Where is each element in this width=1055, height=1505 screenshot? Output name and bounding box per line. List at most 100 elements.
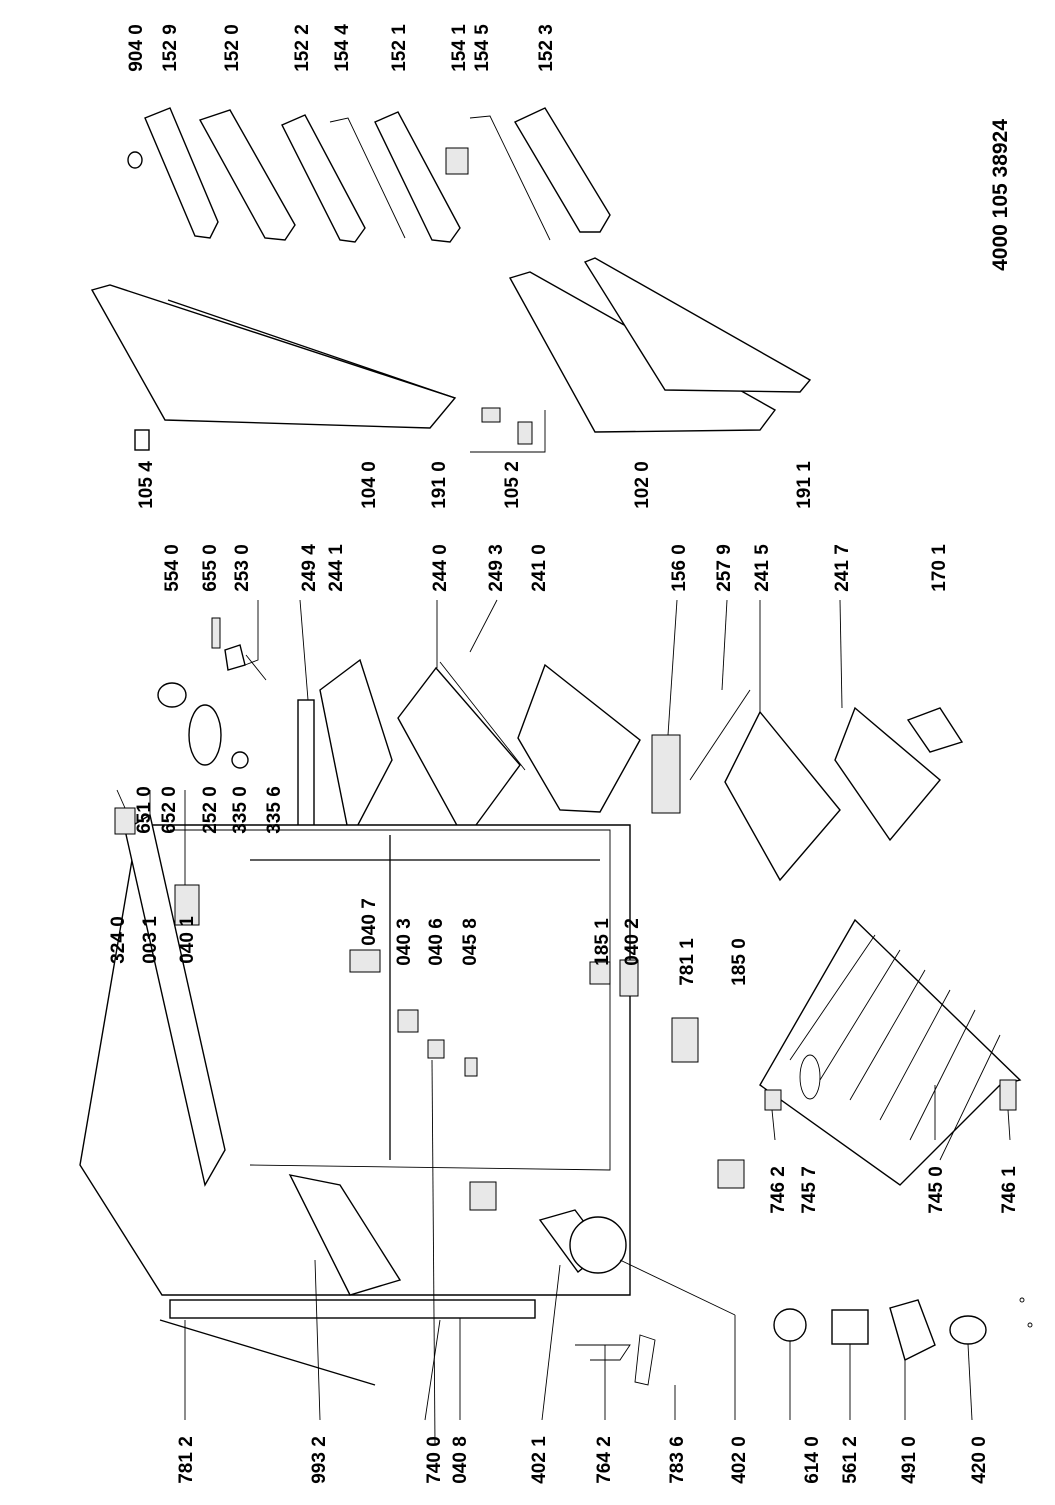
- label-244-1: 244 1: [326, 544, 347, 592]
- part-554-0-shape: [157, 682, 187, 708]
- part-249-3-line: [439, 661, 526, 771]
- part-105-2-shape-a: [481, 407, 501, 423]
- cabinet-group: [79, 807, 745, 1386]
- label-335-0: 335 0: [230, 786, 251, 834]
- label-152-1: 152 1: [389, 24, 410, 72]
- label-241-0: 241 0: [529, 544, 550, 592]
- part-152-3-shape: [514, 107, 611, 233]
- part-244-1-shape: [319, 658, 393, 843]
- part-244-0-shape: [397, 666, 521, 842]
- document-number: 4000 105 38924: [989, 119, 1012, 271]
- label-040-6: 040 6: [426, 918, 447, 966]
- label-003-1: 003 1: [140, 916, 161, 964]
- label-185-1: 185 1: [592, 918, 613, 966]
- door-shelves-group: [127, 107, 611, 243]
- part-746-1-shape: [999, 1079, 1017, 1111]
- part-105-2-bracket: [470, 410, 546, 453]
- label-783-6: 783 6: [667, 1436, 688, 1484]
- label-154-4: 154 4: [332, 24, 353, 72]
- label-904-0: 904 0: [126, 24, 147, 72]
- part-324-0-shape: [114, 807, 136, 835]
- part-420-0-shape: [949, 1315, 987, 1345]
- part-764-2-shape: [575, 1344, 631, 1361]
- label-257-9: 257 9: [714, 544, 735, 592]
- label-040-1: 040 1: [177, 916, 198, 964]
- interior-parts-group: [157, 617, 964, 882]
- label-154-1: 154 1: [449, 24, 470, 72]
- label-561-2: 561 2: [840, 1436, 861, 1484]
- part-740-0-shape: [169, 1299, 536, 1319]
- label-241-5: 241 5: [752, 544, 773, 592]
- label-191-1: 191 1: [794, 461, 815, 509]
- label-745-0: 745 0: [926, 1166, 947, 1214]
- label-170-1: 170 1: [929, 544, 950, 592]
- compressor-parts-group: [773, 1297, 1033, 1362]
- cabinet-body-shape: [79, 824, 631, 1296]
- label-554-0: 554 0: [162, 544, 183, 592]
- part-003-1-shape: [124, 813, 226, 1187]
- label-152-2: 152 2: [292, 24, 313, 72]
- label-156-0: 156 0: [669, 544, 690, 592]
- label-335-6: 335 6: [264, 786, 285, 834]
- part-335-0-shape: [231, 751, 249, 769]
- doors-group: [90, 257, 812, 453]
- part-904-0-shape: [127, 151, 143, 169]
- part-781-1-shape: [671, 1017, 699, 1063]
- label-040-2: 040 2: [622, 918, 643, 966]
- label-746-2: 746 2: [768, 1166, 789, 1214]
- label-105-4: 105 4: [136, 461, 157, 509]
- part-152-0-shape: [198, 109, 296, 241]
- part-191-1-shape: [583, 257, 812, 393]
- part-185-0-shape: [717, 1159, 745, 1189]
- part-185-1-shape: [589, 961, 611, 985]
- part-191-0-line: [167, 299, 456, 399]
- part-154-5-shape: [469, 115, 551, 241]
- label-152-3: 152 3: [536, 24, 557, 72]
- part-040-8-shape: [469, 1181, 497, 1211]
- label-152-9: 152 9: [160, 24, 181, 72]
- part-561-2-shape: [831, 1309, 869, 1345]
- part-614-0-shape: [773, 1308, 807, 1342]
- label-420-0: 420 0: [969, 1436, 990, 1484]
- part-040-1-shape: [174, 884, 200, 926]
- part-040-3-shape: [397, 1009, 419, 1033]
- part-154-1-shape: [445, 147, 469, 175]
- wire-basket-mesh: [789, 934, 1001, 1161]
- label-252-0: 252 0: [200, 786, 221, 834]
- part-491-0-shape: [889, 1299, 936, 1362]
- part-257-9-line: [689, 689, 751, 781]
- part-152-9-shape: [144, 107, 219, 239]
- label-241-7: 241 7: [832, 544, 853, 592]
- small-part-dot-1: [1019, 1297, 1025, 1303]
- label-655-0: 655 0: [200, 544, 221, 592]
- label-191-0: 191 0: [429, 461, 450, 509]
- label-652-0: 652 0: [159, 786, 180, 834]
- label-764-2: 764 2: [594, 1436, 615, 1484]
- part-156-0-shape: [651, 734, 681, 814]
- label-746-1: 746 1: [999, 1166, 1020, 1214]
- cabinet-inner-line: [170, 829, 611, 1171]
- part-252-0-shape: [188, 704, 222, 766]
- part-105-4-shape: [134, 429, 150, 451]
- part-783-6-shape: [634, 1334, 656, 1386]
- label-745-7: 745 7: [799, 1166, 820, 1214]
- label-102-0: 102 0: [632, 461, 653, 509]
- label-402-1: 402 1: [529, 1436, 550, 1484]
- part-745-0-shape: [759, 918, 1022, 1186]
- label-651-0: 651 0: [134, 786, 155, 834]
- part-249-4-shape: [297, 699, 315, 841]
- part-040-2-shape: [619, 959, 639, 997]
- label-040-3: 040 3: [394, 918, 415, 966]
- part-045-8-shape: [464, 1057, 478, 1077]
- label-249-4: 249 4: [299, 544, 320, 592]
- part-253-0-shape: [224, 644, 246, 671]
- label-185-0: 185 0: [729, 938, 750, 986]
- part-241-5-shape: [724, 710, 841, 882]
- part-105-2-shape-b: [517, 421, 533, 445]
- part-781-2-line: [159, 1319, 376, 1386]
- label-253-0: 253 0: [232, 544, 253, 592]
- wire-basket-group: [759, 918, 1022, 1186]
- label-244-0: 244 0: [430, 544, 451, 592]
- part-402-0-shape: [569, 1216, 627, 1274]
